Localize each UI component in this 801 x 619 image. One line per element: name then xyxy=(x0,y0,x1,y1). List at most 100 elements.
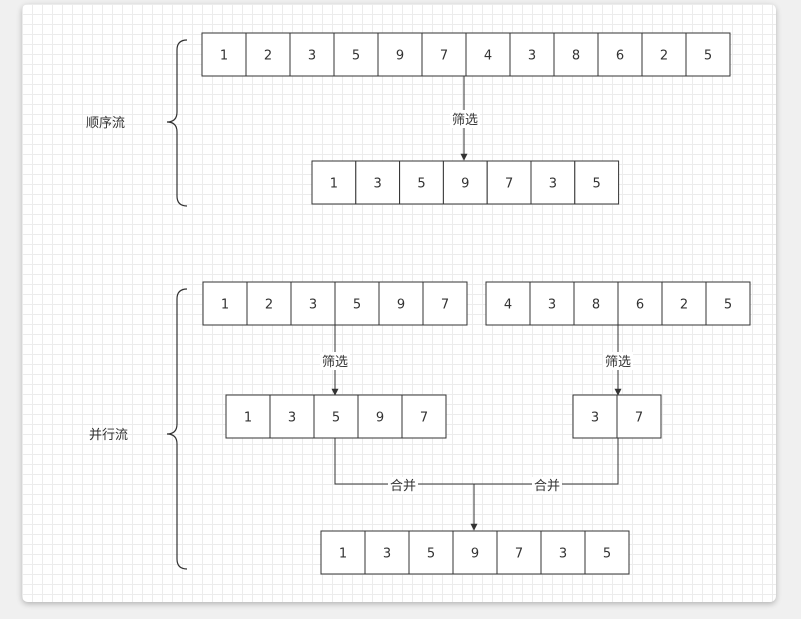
array-cell-value: 1 xyxy=(244,411,252,426)
array-cell-box xyxy=(465,32,511,77)
array-cell: 1 xyxy=(202,281,248,326)
array-cell: 9 xyxy=(377,32,423,77)
array-cell-value: 3 xyxy=(374,177,382,192)
array-cell: 5 xyxy=(584,530,630,575)
parallel-filtered-left-array: 1 3 5 9 7 xyxy=(225,394,447,439)
parallel-merge-label-left: 合并 xyxy=(390,479,416,494)
array-cell-box xyxy=(574,160,620,205)
array-cell: 3 xyxy=(269,394,315,439)
array-cell: 9 xyxy=(357,394,403,439)
array-cell: 2 xyxy=(661,281,707,326)
array-cell-value: 4 xyxy=(504,298,512,313)
array-cell-value: 1 xyxy=(330,177,338,192)
array-cell-box xyxy=(334,281,380,326)
array-cell: 3 xyxy=(530,160,576,205)
array-cell: 6 xyxy=(597,32,643,77)
array-cell-value: 3 xyxy=(528,49,536,64)
array-cell-value: 1 xyxy=(339,547,347,562)
array-cell: 6 xyxy=(617,281,663,326)
array-cell: 3 xyxy=(540,530,586,575)
array-cell-box xyxy=(364,530,410,575)
array-cell-value: 9 xyxy=(396,49,404,64)
array-cell-box xyxy=(408,530,454,575)
array-cell-value: 7 xyxy=(441,298,449,313)
array-cell: 9 xyxy=(442,160,488,205)
array-cell-value: 5 xyxy=(417,177,425,192)
array-cell-box xyxy=(685,32,731,77)
array-cell: 4 xyxy=(465,32,511,77)
array-cell: 1 xyxy=(225,394,271,439)
array-cell-value: 5 xyxy=(603,547,611,562)
array-cell: 3 xyxy=(290,281,336,326)
array-cell-box xyxy=(617,281,663,326)
array-cell: 7 xyxy=(401,394,447,439)
array-cell-box xyxy=(245,32,291,77)
array-cell-value: 2 xyxy=(264,49,272,64)
parallel-label: 并行流 xyxy=(89,428,128,443)
parallel-merge-edge-right xyxy=(474,438,619,485)
array-cell-value: 2 xyxy=(265,298,273,313)
array-cell: 7 xyxy=(422,281,468,326)
array-cell-box xyxy=(584,530,630,575)
array-cell-box xyxy=(509,32,555,77)
array-cell-box xyxy=(421,32,467,77)
array-cell-box xyxy=(572,394,618,439)
array-cell-box xyxy=(357,394,403,439)
array-cell: 7 xyxy=(616,394,662,439)
array-cell-value: 2 xyxy=(660,49,668,64)
array-cell: 3 xyxy=(289,32,335,77)
parallel-filter-label-right: 筛选 xyxy=(605,355,631,370)
array-cell: 2 xyxy=(246,281,292,326)
array-cell-value: 5 xyxy=(332,411,340,426)
array-cell: 5 xyxy=(705,281,751,326)
array-cell-value: 9 xyxy=(471,547,479,562)
array-cell: 5 xyxy=(408,530,454,575)
parallel-source-left-array: 1 2 3 5 9 7 xyxy=(202,281,468,326)
array-cell-value: 5 xyxy=(593,177,601,192)
array-cell-box xyxy=(705,281,751,326)
array-cell-value: 6 xyxy=(616,49,624,64)
sequential-brace xyxy=(166,39,188,207)
array-cell-value: 8 xyxy=(592,298,600,313)
array-cell: 7 xyxy=(496,530,542,575)
array-cell-value: 3 xyxy=(548,298,556,313)
array-cell-box xyxy=(377,32,423,77)
array-cell-box xyxy=(201,32,247,77)
array-cell: 3 xyxy=(572,394,618,439)
array-cell-value: 9 xyxy=(376,411,384,426)
array-cell: 5 xyxy=(574,160,620,205)
array-cell-box xyxy=(401,394,447,439)
array-cell-value: 9 xyxy=(397,298,405,313)
array-cell-value: 5 xyxy=(353,298,361,313)
sequential-filter-label: 筛选 xyxy=(452,113,478,128)
array-cell-value: 1 xyxy=(220,49,228,64)
array-cell: 2 xyxy=(245,32,291,77)
array-cell-value: 4 xyxy=(484,49,492,64)
array-cell-box xyxy=(290,281,336,326)
array-cell-box xyxy=(355,160,401,205)
parallel-brace xyxy=(166,288,188,570)
parallel-filter-label-left: 筛选 xyxy=(322,355,348,370)
array-cell-value: 8 xyxy=(572,49,580,64)
array-cell-box xyxy=(422,281,468,326)
array-cell-box xyxy=(313,394,359,439)
array-cell: 3 xyxy=(364,530,410,575)
array-cell-box xyxy=(452,530,498,575)
array-cell: 9 xyxy=(452,530,498,575)
array-cell-box xyxy=(529,281,575,326)
array-cell: 1 xyxy=(311,160,357,205)
array-cell-value: 5 xyxy=(724,298,732,313)
array-cell-box xyxy=(486,160,532,205)
parallel-merge-label-right: 合并 xyxy=(534,479,560,494)
array-cell: 9 xyxy=(378,281,424,326)
array-cell-box xyxy=(246,281,292,326)
array-cell-value: 3 xyxy=(288,411,296,426)
array-cell: 1 xyxy=(201,32,247,77)
array-cell-value: 3 xyxy=(591,411,599,426)
